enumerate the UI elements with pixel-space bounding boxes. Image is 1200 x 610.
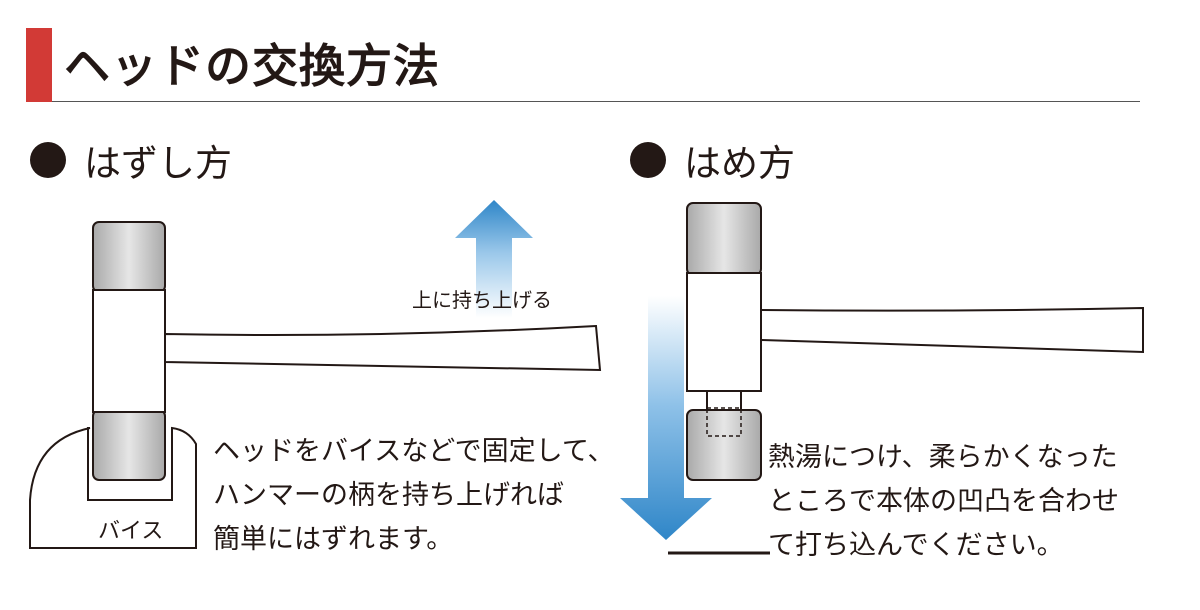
title-accent-bar xyxy=(26,28,52,102)
lift-up-arrow-icon xyxy=(455,200,533,318)
removal-heading-row: はずし方 xyxy=(30,135,232,185)
installation-caption: 熱湯につけ、柔らかくなった ところで本体の凹凸を合わせ て打ち込んでください。 xyxy=(768,436,1119,568)
removal-caption-line: 簡単にはずれます。 xyxy=(213,524,454,555)
lift-arrow-label: 上に持ち上げる xyxy=(412,288,552,312)
removal-caption-line: ハンマーの柄を持ち上げれば xyxy=(213,480,564,511)
drive-down-arrow-icon xyxy=(620,296,712,540)
hammer-head-right xyxy=(686,202,762,481)
bullet-icon xyxy=(630,142,666,178)
removal-heading: はずし方 xyxy=(84,142,232,185)
removal-caption-line: ヘッドをバイスなどで固定して、 xyxy=(213,436,615,467)
installation-caption-line: 熱湯につけ、柔らかくなった xyxy=(768,442,1118,473)
title-divider xyxy=(52,101,1140,102)
installation-caption-line: ところで本体の凹凸を合わせ xyxy=(768,486,1119,517)
installation-caption-line: て打ち込んでください。 xyxy=(768,530,1064,561)
page-title: ヘッドの交換方法 xyxy=(64,39,440,93)
installation-heading-row: はめ方 xyxy=(630,135,795,185)
installation-heading: はめ方 xyxy=(684,142,795,185)
vise xyxy=(29,426,197,549)
hammer-handle-right xyxy=(760,306,1144,354)
removal-caption: ヘッドをバイスなどで固定して、 ハンマーの柄を持ち上げれば 簡単にはずれます。 xyxy=(213,430,615,562)
vise-label: バイス xyxy=(98,519,164,544)
bullet-icon xyxy=(30,142,66,178)
hammer-handle-left xyxy=(164,324,602,372)
hammer-head-left xyxy=(92,221,166,481)
